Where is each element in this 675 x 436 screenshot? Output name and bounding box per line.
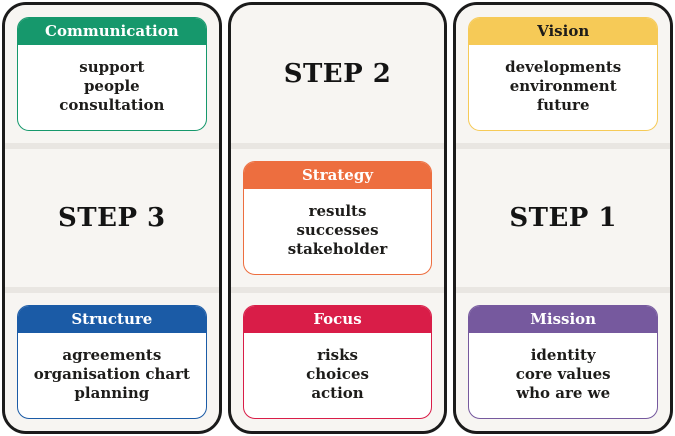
panel-middle-row-2: Strategy results successes stakeholder	[230, 149, 445, 287]
card-vision: Vision developments environment future	[468, 17, 659, 131]
card-item: environment	[509, 77, 617, 95]
card-item: stakeholder	[287, 240, 388, 258]
card-vision-title: Vision	[469, 18, 658, 45]
panel-middle-row-3: Focus risks choices action	[230, 293, 445, 431]
card-communication-body: support people consultation	[18, 45, 206, 130]
panel-right-row-3: Mission identity core values who are we	[456, 293, 671, 431]
step-1-label: STEP 1	[509, 203, 617, 233]
card-item: developments	[505, 58, 622, 76]
panel-right-row-2: STEP 1	[456, 149, 671, 287]
panel-left-row-2: STEP 3	[5, 149, 219, 287]
panel-right: Vision developments environment future S…	[453, 2, 674, 434]
card-item: results	[308, 202, 367, 220]
card-structure: Structure agreements organisation chart …	[17, 305, 207, 419]
card-strategy-title: Strategy	[243, 162, 432, 189]
card-item: who are we	[516, 384, 611, 402]
step-3-label: STEP 3	[58, 203, 166, 233]
panel-middle-row-1: STEP 2	[230, 5, 445, 143]
card-mission-body: identity core values who are we	[469, 333, 657, 418]
panel-middle: STEP 2 Strategy results successes stakeh…	[227, 2, 448, 434]
card-focus-title: Focus	[243, 306, 432, 333]
card-item: future	[536, 96, 590, 114]
card-item: people	[83, 77, 140, 95]
card-item: consultation	[59, 96, 165, 114]
card-communication-title: Communication	[18, 18, 206, 45]
card-item: core values	[515, 365, 611, 383]
panel-left: Communication support people consultatio…	[2, 2, 222, 434]
step-2-label: STEP 2	[283, 59, 392, 89]
card-item: risks	[317, 346, 358, 364]
card-item: organisation chart	[33, 365, 190, 383]
card-item: identity	[530, 346, 596, 364]
panel-left-row-1: Communication support people consultatio…	[5, 5, 219, 143]
card-focus: Focus risks choices action	[242, 305, 433, 419]
card-item: agreements	[62, 346, 162, 364]
card-structure-title: Structure	[18, 306, 206, 333]
card-mission-title: Mission	[469, 306, 658, 333]
card-structure-body: agreements organisation chart planning	[18, 333, 206, 418]
card-item: choices	[306, 365, 369, 383]
card-item: successes	[296, 221, 379, 239]
card-item: action	[311, 384, 364, 402]
card-item: support	[79, 58, 145, 76]
card-communication: Communication support people consultatio…	[17, 17, 207, 131]
panel-right-row-1: Vision developments environment future	[456, 5, 671, 143]
card-vision-body: developments environment future	[469, 45, 657, 130]
panel-left-row-3: Structure agreements organisation chart …	[5, 293, 219, 431]
card-strategy-body: results successes stakeholder	[244, 189, 432, 274]
card-strategy: Strategy results successes stakeholder	[242, 161, 433, 275]
card-focus-body: risks choices action	[244, 333, 432, 418]
card-item: planning	[74, 384, 150, 402]
card-mission: Mission identity core values who are we	[468, 305, 659, 419]
